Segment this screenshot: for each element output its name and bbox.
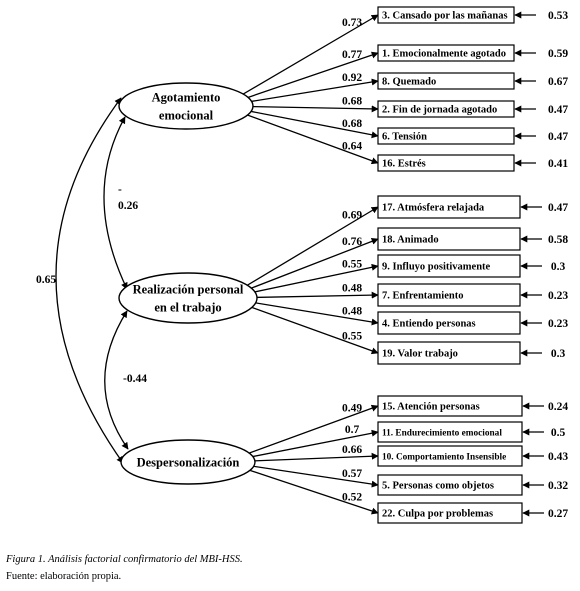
correlation-value: -0.44 [123, 373, 147, 385]
item-box [377, 100, 515, 118]
factor-loading: 0.76 [342, 236, 362, 248]
item-label: 5. Personas como objetos [382, 481, 494, 492]
item-box [377, 445, 523, 467]
item-label: 11. Endurecimiento emocional [382, 429, 502, 439]
error-variance: 0.53 [548, 10, 568, 22]
error-variance: 0.23 [548, 318, 568, 330]
error-variance: 0.47 [548, 104, 568, 116]
item-label: 7. Enfrentamiento [382, 291, 463, 302]
item-box [377, 341, 521, 365]
loading-path [225, 206, 379, 299]
error-variance: 0.47 [548, 131, 568, 143]
item-label: 10. Comportamiento Insensible [382, 453, 506, 463]
item-label: 6. Tensión [382, 132, 427, 143]
loading-path [222, 105, 379, 165]
item-box [377, 502, 523, 524]
error-variance: 0.27 [548, 508, 568, 520]
factor-loading: 0.68 [342, 118, 362, 130]
item-label: 4. Entiendo personas [382, 319, 476, 330]
error-variance: 0.43 [548, 451, 568, 463]
item-label: 8. Quemado [382, 77, 436, 88]
factor-loading: 0.57 [342, 468, 362, 480]
factor-loading: 0.48 [342, 283, 362, 295]
item-box [377, 6, 515, 24]
figure-caption: Figura 1. Análisis factorial confirmator… [6, 554, 243, 565]
error-variance: 0.41 [548, 158, 568, 170]
correlation-value: 0.65 [36, 274, 56, 286]
correlation-arc [55, 97, 124, 464]
item-box [377, 421, 523, 443]
factor-loading: 0.55 [342, 331, 362, 343]
item-box [377, 283, 521, 307]
factor-loading: 0.49 [342, 403, 362, 415]
error-variance: 0.3 [551, 348, 566, 360]
factor-label: Realización personal [133, 283, 244, 297]
item-box [377, 395, 523, 417]
error-variance: 0.5 [551, 427, 566, 439]
item-box [377, 72, 515, 90]
item-label: 19. Valor trabajo [382, 349, 458, 360]
factor-loading: 0.48 [342, 306, 362, 318]
item-box [377, 127, 515, 145]
item-label: 2. Fin de jornada agotado [382, 105, 497, 116]
item-box [377, 227, 521, 251]
item-label: 9. Influyo positivamente [382, 262, 491, 273]
error-variance: 0.59 [548, 48, 568, 60]
item-box [377, 311, 521, 335]
error-variance: 0.58 [548, 234, 568, 246]
figure-source: Fuente: elaboración propia. [6, 571, 122, 582]
item-box [377, 254, 521, 278]
factor-ellipse [118, 82, 254, 130]
factor-loading: 0.92 [342, 72, 362, 84]
factor-label: Despersonalización [137, 456, 240, 470]
item-box [377, 195, 521, 219]
factor-loading: 0.73 [342, 17, 362, 29]
factor-loading: 0.68 [342, 95, 362, 107]
item-box [377, 154, 515, 172]
factor-loading: 0.69 [342, 210, 362, 222]
error-variance: 0.67 [548, 76, 568, 88]
error-variance: 0.32 [548, 480, 568, 492]
item-label: 1. Emocionalmente agotado [382, 49, 506, 60]
factor-label: en el trabajo [154, 301, 221, 315]
item-label: 17. Atmósfera relajada [382, 203, 485, 214]
loading-path [222, 14, 379, 107]
item-label: 18. Animado [382, 235, 439, 246]
factor-loading: 0.77 [342, 49, 362, 61]
factor-ellipse [120, 439, 256, 485]
item-label: 15. Atención personas [382, 402, 480, 413]
error-variance: 0.24 [548, 401, 568, 413]
item-label: 3. Cansado por las mañanas [382, 11, 508, 22]
correlation-value: 0.26 [118, 200, 138, 212]
factor-label: Agotamiento [152, 91, 221, 105]
item-label: 16. Estrés [382, 159, 426, 170]
error-variance: 0.23 [548, 290, 568, 302]
factor-loading: 0.52 [342, 491, 362, 503]
item-label: 22. Culpa por problemas [382, 509, 493, 520]
item-box [377, 44, 515, 62]
factor-loading: 0.64 [342, 140, 362, 152]
factor-loading: 0.7 [345, 424, 360, 436]
factor-ellipse [118, 272, 258, 324]
factor-loading: 0.55 [342, 258, 362, 270]
error-variance: 0.47 [548, 202, 568, 214]
loading-path [224, 404, 379, 463]
factor-loading: 0.66 [342, 444, 362, 456]
item-box [377, 474, 523, 496]
error-variance: 0.3 [551, 261, 566, 273]
correlation-value: - [118, 184, 122, 196]
factor-label: emocional [159, 109, 214, 123]
